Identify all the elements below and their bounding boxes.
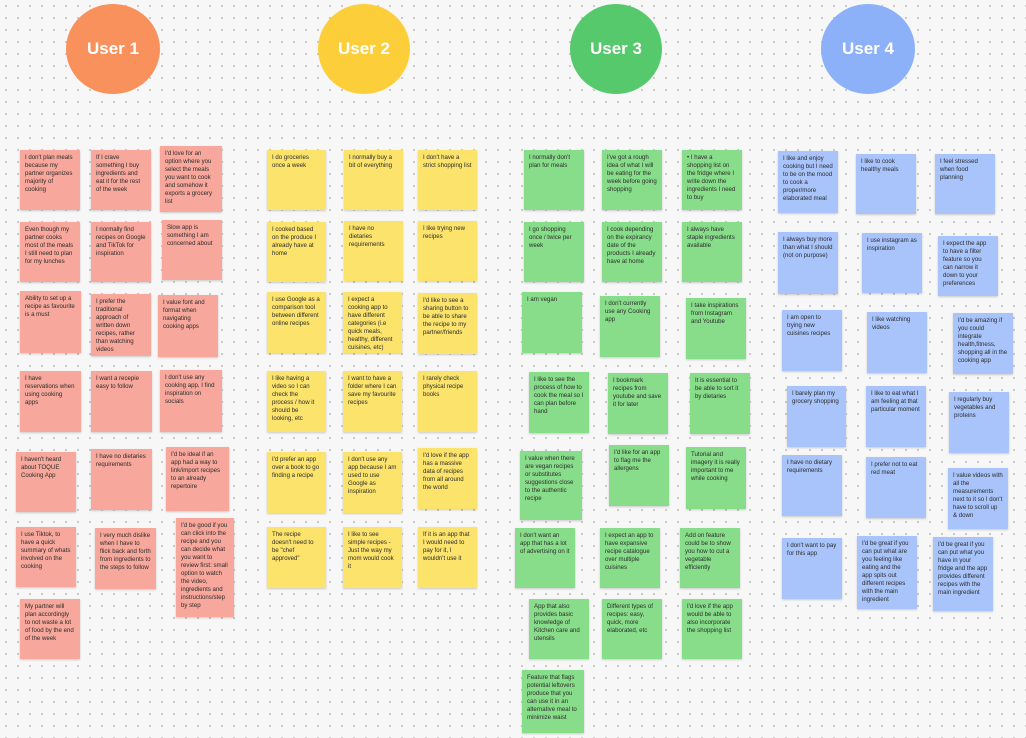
user3-sticky-note[interactable]: I always have staple ingredients availab… [682, 222, 742, 282]
user4-sticky-note[interactable]: I use instagram as inspiration [862, 233, 922, 293]
user2-sticky-note[interactable]: I like having a video so I can check the… [267, 371, 326, 432]
user3-sticky-note[interactable]: Different types of recipes: easy, quick,… [602, 599, 662, 659]
user4-sticky-note[interactable]: I'd be amazing if you could integrate he… [953, 313, 1013, 374]
user3-sticky-note[interactable]: I'd like for an app to flag me the aller… [609, 445, 669, 506]
user1-sticky-note[interactable]: I have reservations when using cooking a… [20, 371, 81, 432]
user3-sticky-note[interactable]: I cook depending on the expirancy date o… [602, 222, 662, 282]
user4-sticky-note[interactable]: I'd be great if you can put what you hav… [933, 537, 993, 611]
user3-sticky-note[interactable]: I expect an app to have expansive recipe… [600, 528, 660, 588]
user4-sticky-note[interactable]: I expect the app to have a filter featur… [938, 236, 998, 296]
user3-header: User 3 [570, 4, 662, 94]
user1-sticky-note[interactable]: I don't plan meals because my partner or… [20, 150, 80, 210]
user3-sticky-note[interactable]: App that also provides basic knowledge o… [529, 599, 589, 659]
user3-sticky-note[interactable]: I normally don't plan for meals [524, 150, 584, 210]
user3-sticky-note[interactable]: Add on feature could be to show you how … [680, 528, 740, 588]
user4-sticky-note[interactable]: I am open to trying new cuisines recipes [782, 310, 842, 371]
user1-sticky-note[interactable]: I prefer the traditional approach of wri… [91, 294, 151, 356]
user3-sticky-note[interactable]: I am vegan [522, 292, 582, 353]
user2-sticky-note[interactable]: I like to see simple recipes - Just the … [343, 527, 402, 588]
user1-sticky-note[interactable]: I very much dislike when I have to flick… [95, 528, 156, 589]
user2-sticky-note[interactable]: I want to have a folder where I can save… [343, 371, 402, 432]
user1-sticky-note[interactable]: I haven't heard about TOQUE Cooking App [16, 452, 76, 512]
user3-sticky-note[interactable]: I don't currently use any Cooking app [600, 296, 660, 357]
user2-header: User 2 [318, 4, 410, 94]
user4-sticky-note[interactable]: I'd be great if you can put what are you… [857, 536, 917, 609]
user1-sticky-note[interactable]: I'd be ideal if an app had a way to link… [166, 447, 229, 511]
user4-header: User 4 [821, 4, 915, 94]
user3-sticky-note[interactable]: I don't want an app that has a lot of ad… [515, 528, 575, 588]
user1-sticky-note[interactable]: Slow app is something I am concerned abo… [162, 220, 222, 280]
user4-sticky-note[interactable]: I like to eat what I am feeling at that … [866, 386, 926, 447]
user4-sticky-note[interactable]: I always buy more than what I should (no… [778, 232, 838, 294]
user3-sticky-note[interactable]: • I have a shopping list on the fridge w… [682, 150, 742, 210]
user2-sticky-note[interactable]: I don't use any app because I am used to… [343, 452, 402, 513]
user2-sticky-note[interactable]: I'd love if the app has a massive data o… [418, 448, 477, 509]
user2-sticky-note[interactable]: I'd prefer an app over a book to go find… [267, 452, 326, 513]
user3-sticky-note[interactable]: I bookmark recipes from youtube and save… [608, 373, 668, 434]
user1-sticky-note[interactable]: I have no dietaries requirements [91, 449, 152, 510]
user2-sticky-note[interactable]: I do groceries once a week [267, 150, 326, 210]
user1-header: User 1 [66, 4, 160, 94]
user3-sticky-note[interactable]: Feature that flags potential leftovers p… [522, 670, 584, 733]
user2-sticky-note[interactable]: I expect a cooking app to have different… [343, 292, 402, 353]
user4-sticky-note[interactable]: I value videos with all the measurements… [948, 468, 1008, 529]
user4-sticky-note[interactable]: I prefer not to eat red meat [866, 457, 926, 518]
user3-sticky-note[interactable]: It is essential to be able to sort it by… [690, 373, 750, 434]
user3-sticky-note[interactable]: I've got a rough idea of what I will be … [602, 150, 662, 210]
user2-sticky-note[interactable]: I have no dietaries requirements [344, 221, 403, 281]
user2-sticky-note[interactable]: I normally buy a bit of everything [344, 150, 403, 210]
user4-sticky-note[interactable]: I don't want to pay for this app [782, 538, 842, 599]
user4-sticky-note[interactable]: I have no dietary requirements [782, 455, 842, 516]
user1-sticky-note[interactable]: Ability to set up a recipe as favourite … [20, 291, 81, 353]
user3-sticky-note[interactable]: I take inspirations from Instagram and Y… [686, 298, 746, 359]
user2-sticky-note[interactable]: I'd like to see a sharing button to be a… [418, 293, 477, 354]
user1-sticky-note[interactable]: I want a recepie easy to follow [91, 371, 152, 432]
user1-sticky-note[interactable]: I don't use any cooking app, I find insp… [160, 370, 222, 432]
user2-sticky-note[interactable]: I cooked based on the produce I already … [267, 222, 326, 282]
user2-sticky-note[interactable]: The recipe doesn't need to be "chef appr… [267, 527, 326, 588]
user4-sticky-note[interactable]: I like and enjoy cooking but I need to b… [778, 151, 838, 213]
user1-sticky-note[interactable]: If I crave something I buy ingredients a… [91, 150, 151, 210]
user4-sticky-note[interactable]: I regularly buy vegetables and proteins [949, 392, 1009, 453]
user2-sticky-note[interactable]: I like trying new recipes [418, 221, 477, 281]
user2-sticky-note[interactable]: I use Google as a comparison tool betwee… [267, 292, 326, 353]
user4-sticky-note[interactable]: I like watching videos [867, 312, 927, 373]
user3-sticky-note[interactable]: I like to see the process of how to cook… [529, 372, 589, 433]
user4-sticky-note[interactable]: I like to cook healthy meals [856, 154, 916, 214]
user3-sticky-note[interactable]: I'd love if the app would be able to als… [682, 599, 742, 659]
user1-sticky-note[interactable]: I use Tiktok, to have a quick summary of… [16, 527, 76, 587]
user4-sticky-note[interactable]: I feel stressed when food planning [935, 154, 995, 214]
user2-sticky-note[interactable]: I don't have a strict shopping list [418, 150, 477, 210]
user1-sticky-note[interactable]: I value font and format when navigating … [158, 295, 218, 357]
user1-sticky-note[interactable]: My partner will plan accordingly to not … [20, 599, 80, 659]
user1-sticky-note[interactable]: I normally find recipes on Google and Ti… [91, 222, 151, 282]
user3-sticky-note[interactable]: Tutorial and imagery it is really import… [686, 447, 746, 509]
user4-sticky-note[interactable]: I barely plan my grocery shopping [787, 386, 846, 447]
user3-sticky-note[interactable]: I value when there are vegan recipes or … [520, 451, 582, 520]
user1-sticky-note[interactable]: I'd love for an option where you select … [160, 146, 222, 212]
user3-sticky-note[interactable]: I go shopping once / twice per week [524, 222, 584, 282]
user1-sticky-note[interactable]: Even though my partner cooks most of the… [20, 222, 80, 282]
user1-sticky-note[interactable]: I'd be good if you can click into the re… [176, 518, 234, 617]
user2-sticky-note[interactable]: If it is an app that I would need to pay… [418, 527, 477, 588]
user2-sticky-note[interactable]: I rarely check physical recipe books [418, 371, 477, 432]
